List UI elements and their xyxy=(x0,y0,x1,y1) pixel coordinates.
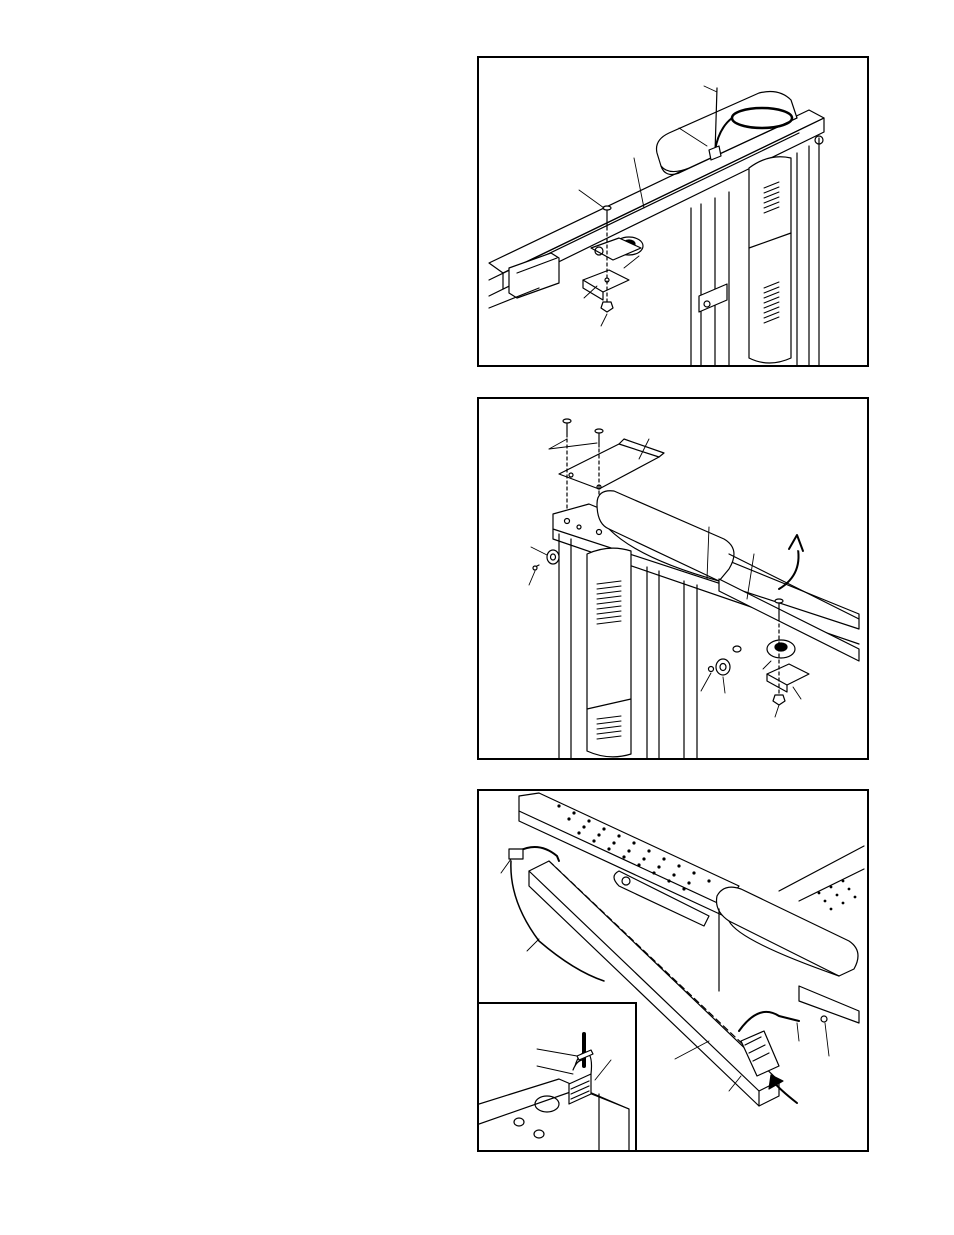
inset-wires xyxy=(573,1034,593,1074)
center-spacer xyxy=(709,646,742,675)
perforated-frame xyxy=(519,793,739,916)
cover-plate xyxy=(559,439,664,489)
inset-callout-lines xyxy=(537,1049,611,1080)
figure-3-panel xyxy=(477,789,869,1152)
pulley-assembly xyxy=(591,237,643,260)
figure-1-drawing xyxy=(479,58,867,365)
figure-2-drawing xyxy=(479,399,867,758)
figure-3-inset xyxy=(479,1002,637,1152)
inset-tube xyxy=(479,1079,629,1150)
motor-hood xyxy=(717,887,859,976)
figure-1-panel xyxy=(477,56,869,367)
deck xyxy=(779,846,864,910)
motor-cylinder xyxy=(587,548,631,757)
left-spacer xyxy=(533,550,559,570)
pulley-wheel xyxy=(767,640,795,658)
bracket xyxy=(767,664,809,692)
inset-connector xyxy=(569,1074,591,1104)
inset-drawing xyxy=(479,1004,633,1150)
motor-cylinder-right xyxy=(749,157,791,363)
figure-2-panel xyxy=(477,397,869,760)
bracket-plate xyxy=(583,270,629,300)
